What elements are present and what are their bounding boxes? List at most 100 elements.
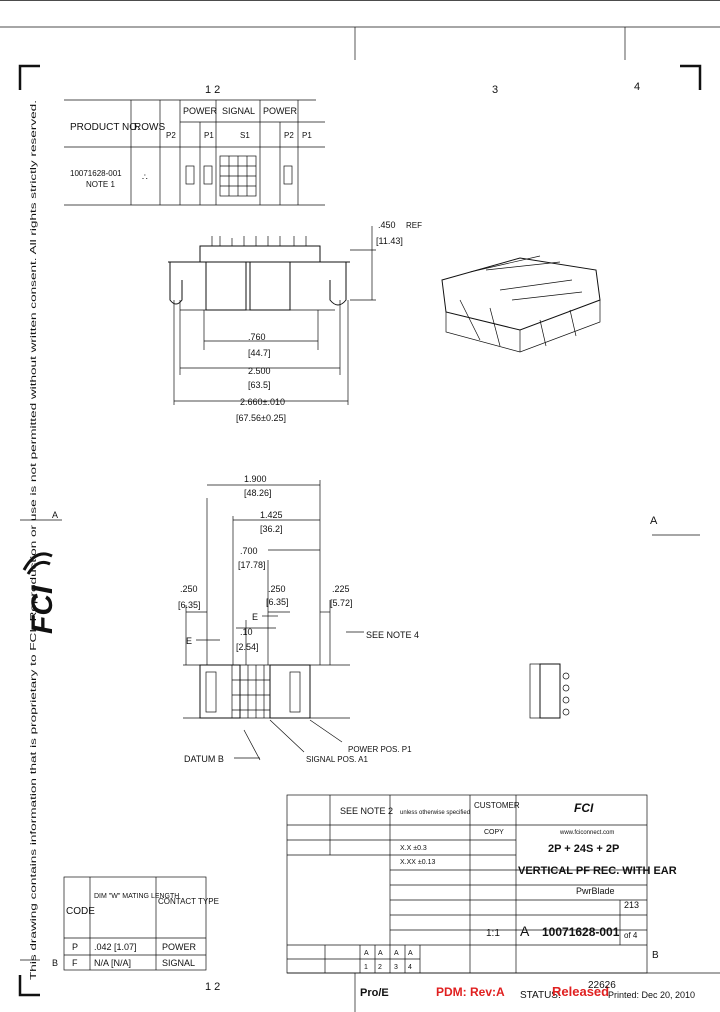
callout-e-left: E <box>186 636 192 646</box>
contact-type-header: CONTACT TYPE <box>158 897 219 906</box>
zone-label-right-b: B <box>652 950 659 961</box>
title-block <box>286 794 648 974</box>
dim-2500: 2.500 <box>248 366 271 376</box>
signal-header: SIGNAL <box>222 106 255 116</box>
signal-pin-grid <box>219 155 257 197</box>
power-header-right: POWER <box>263 106 298 116</box>
rev-num-1: 1 <box>364 964 368 971</box>
dim-450-metric: [11.43] <box>376 236 403 246</box>
product-table: PRODUCT NO. ROWS POWER SIGNAL POWER P2 P… <box>64 99 325 206</box>
dim-1900: 1.900 <box>244 474 267 484</box>
product-no-header: PRODUCT NO. <box>70 122 140 133</box>
dim-10-metric: [2.54] <box>236 642 259 652</box>
callout-power-pos: POWER POS. P1 <box>348 745 412 754</box>
dim-760-metric: [44.7] <box>248 348 271 358</box>
see-note-2: SEE NOTE 2 <box>340 806 393 816</box>
row-f-length: N/A [N/A] <box>94 958 131 968</box>
sub-header-p2: P2 <box>166 131 176 140</box>
side-view-drawing <box>168 226 376 405</box>
footer-status: STATUS: <box>520 990 561 1001</box>
customer-label: CUSTOMER <box>474 801 520 810</box>
part-number: 10071628-001 <box>542 925 620 939</box>
zone-label-left-a: A <box>52 510 58 520</box>
zone-label-top-12: 1 2 <box>205 84 220 96</box>
rows-header: ROWS <box>134 122 165 133</box>
zone-label-top-3: 3 <box>492 84 498 96</box>
product-family: PwrBlade <box>576 886 615 896</box>
footer-printed: Printed: Dec 20, 2010 <box>608 990 695 1000</box>
product-note: NOTE 1 <box>86 180 115 189</box>
dim-1900-metric: [48.26] <box>244 488 272 498</box>
callout-signal-pos: SIGNAL POS. A1 <box>306 755 369 764</box>
code-header: CODE <box>66 906 95 917</box>
footer <box>287 972 720 1012</box>
power-pin-glyph-mid <box>203 165 213 185</box>
footer-pro-e: Pro/E <box>360 987 389 999</box>
dim-1425: 1.425 <box>260 510 283 520</box>
rev-num-4: 4 <box>408 964 412 971</box>
dim-250-left: .250 <box>180 584 198 594</box>
dim-450-ref: REF <box>406 221 422 230</box>
svg-text:This drawing contains informat: This drawing contains information that i… <box>28 100 38 980</box>
dim-w-header: DIM "W" MATING LENGTH <box>94 893 179 900</box>
callout-see-note-4: SEE NOTE 4 <box>366 630 419 640</box>
row-p-type: POWER <box>162 942 197 952</box>
dim-10: .10 <box>240 627 253 637</box>
sub-header-p2-right: P2 <box>284 131 294 140</box>
dim-225-metric: [5.72] <box>330 598 353 608</box>
row-f-code: F <box>72 958 78 968</box>
dim-2660: 2.660±.010 <box>240 397 285 407</box>
dim-250-mid: .250 <box>268 584 286 594</box>
footer-pdm-rev: PDM: Rev:A <box>436 985 505 999</box>
dim-1425-metric: [36.2] <box>260 524 283 534</box>
isometric-view <box>441 255 601 353</box>
rev-num-2: 2 <box>378 964 382 971</box>
zone-label-right-a: A <box>650 515 658 527</box>
row-p-length: .042 [1.07] <box>94 942 137 952</box>
tolerance-1: X.X ±0.3 <box>400 845 427 852</box>
dim-760: .760 <box>248 332 266 342</box>
zone-label-bottom-12: 1 2 <box>205 981 220 993</box>
power-header-left: POWER <box>183 106 218 116</box>
dim-700: .700 <box>240 546 258 556</box>
end-view-drawing <box>529 663 570 719</box>
power-pin-glyph-left <box>185 165 195 185</box>
sub-header-p1: P1 <box>204 131 214 140</box>
fci-logo-left: FCI <box>26 585 59 634</box>
contact-table: CODE DIM "W" MATING LENGTH CONTACT TYPE … <box>63 876 219 971</box>
dim-250-mid-metric: [6.35] <box>266 597 289 607</box>
power-pin-glyph-right <box>283 165 293 185</box>
footer-doc-no: 22626 <box>588 980 616 991</box>
scale-value: 1:1 <box>486 928 500 939</box>
dim-225: .225 <box>332 584 350 594</box>
row-p-code: P <box>72 942 78 952</box>
product-number: 10071628-001 <box>70 169 122 178</box>
logo-wave-icon <box>22 552 53 575</box>
rows-column-glyph: ∴ <box>142 172 148 182</box>
sub-header-s1: S1 <box>240 131 250 140</box>
proprietary-notice: This drawing contains information that i… <box>28 100 38 980</box>
rev-a-3: A <box>394 950 399 957</box>
row-f-type: SIGNAL <box>162 958 195 968</box>
sheet-of: of 4 <box>624 931 638 940</box>
rev-a-1: A <box>364 950 369 957</box>
zone-label-left-b: B <box>52 958 58 968</box>
dim-250-left-metric: [6.35] <box>178 600 201 610</box>
dim-450: .450 <box>378 220 396 230</box>
svg-text:FCI: FCI <box>26 585 59 634</box>
tolerance-2: X.XX ±0.13 <box>400 859 435 866</box>
sheet-number: 213 <box>624 900 639 910</box>
dim-2500-metric: [63.5] <box>248 380 271 390</box>
rev-a-4: A <box>408 950 413 957</box>
rev-num-3: 3 <box>394 964 398 971</box>
size-value: A <box>520 923 530 939</box>
unless-noted: unless otherwise specified <box>400 810 470 816</box>
copy-label: COPY <box>484 829 504 836</box>
footer-released: Released <box>552 984 609 999</box>
rev-a-2: A <box>378 950 383 957</box>
title-line-2: VERTICAL PF REC. WITH EAR <box>518 865 677 877</box>
sub-header-p1-right: P1 <box>302 131 312 140</box>
callout-datum-b: DATUM B <box>184 754 224 764</box>
